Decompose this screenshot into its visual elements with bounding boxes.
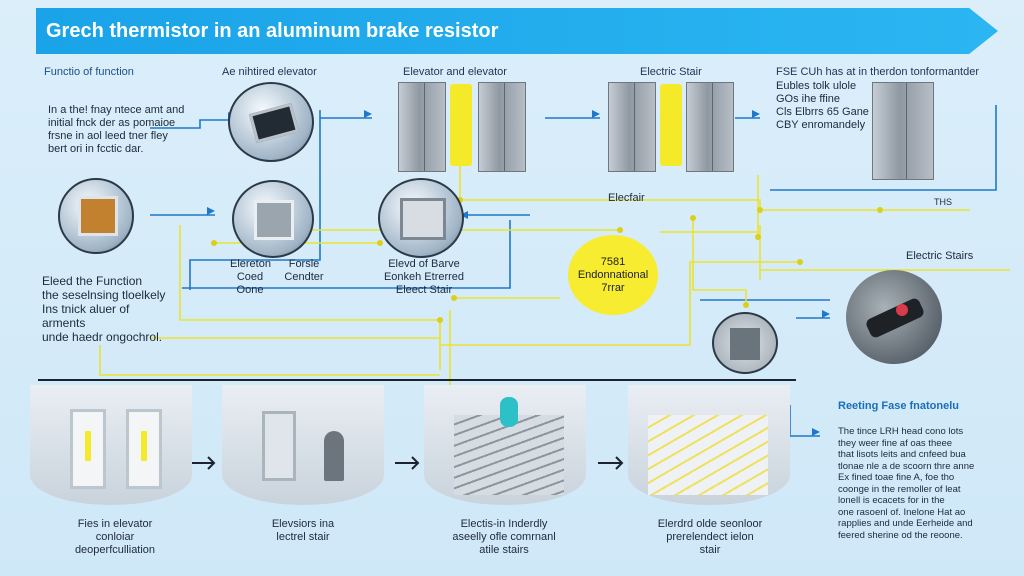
- transformer-cabinet: [872, 82, 934, 180]
- intro-text: In a the! fnay ntece amt and initial fnc…: [48, 104, 185, 155]
- elevator-cabinet-left: [398, 82, 446, 172]
- label-electric-stairs: Electric Stairs: [906, 250, 974, 262]
- controller-device-icon: [228, 82, 314, 162]
- label-ths: THS: [934, 197, 952, 207]
- panel-stair-railing: [628, 385, 790, 505]
- yellow-thermistor-strip-1: [450, 84, 472, 166]
- label-elecfair: Elecfair: [608, 192, 645, 204]
- header-transformer: FSE CUh has at in therdon tonformantder: [776, 66, 979, 78]
- stair-cabinet-right: [686, 82, 734, 172]
- header-elevator-a: Ae nihtired elevator: [222, 66, 317, 78]
- title-banner: Grech thermistor in an aluminum brake re…: [36, 8, 998, 54]
- elevator-cabinet-right: [478, 82, 526, 172]
- remote-controller-icon: [846, 270, 942, 364]
- header-electric-stair: Electric Stair: [640, 66, 702, 78]
- diagram-title: Grech thermistor in an aluminum brake re…: [46, 19, 499, 42]
- panel-elevator-person: [222, 385, 384, 505]
- header-elevator-b: Elevator and elevator: [403, 66, 507, 78]
- yellow-thermistor-strip-2: [660, 84, 682, 166]
- brake-resistor-icon: [232, 180, 314, 258]
- right-heading: Reeting Fase fnatonelu: [838, 400, 960, 412]
- transformer-notes: Eubles tolk ulole GOs ihe ffine Cls Elbr…: [776, 80, 869, 131]
- function-text: Eleed the Function the seselnsing tloelk…: [42, 274, 166, 344]
- panel-stair-climbers: [424, 385, 586, 505]
- panel-elevator-doors: [30, 385, 192, 505]
- thermistor-module-icon: [58, 178, 134, 254]
- header-function: Functio of function: [44, 66, 134, 78]
- stair-cabinet-left: [608, 82, 656, 172]
- switch-box-icon: [712, 312, 778, 374]
- elevator-car-icon: [378, 178, 464, 258]
